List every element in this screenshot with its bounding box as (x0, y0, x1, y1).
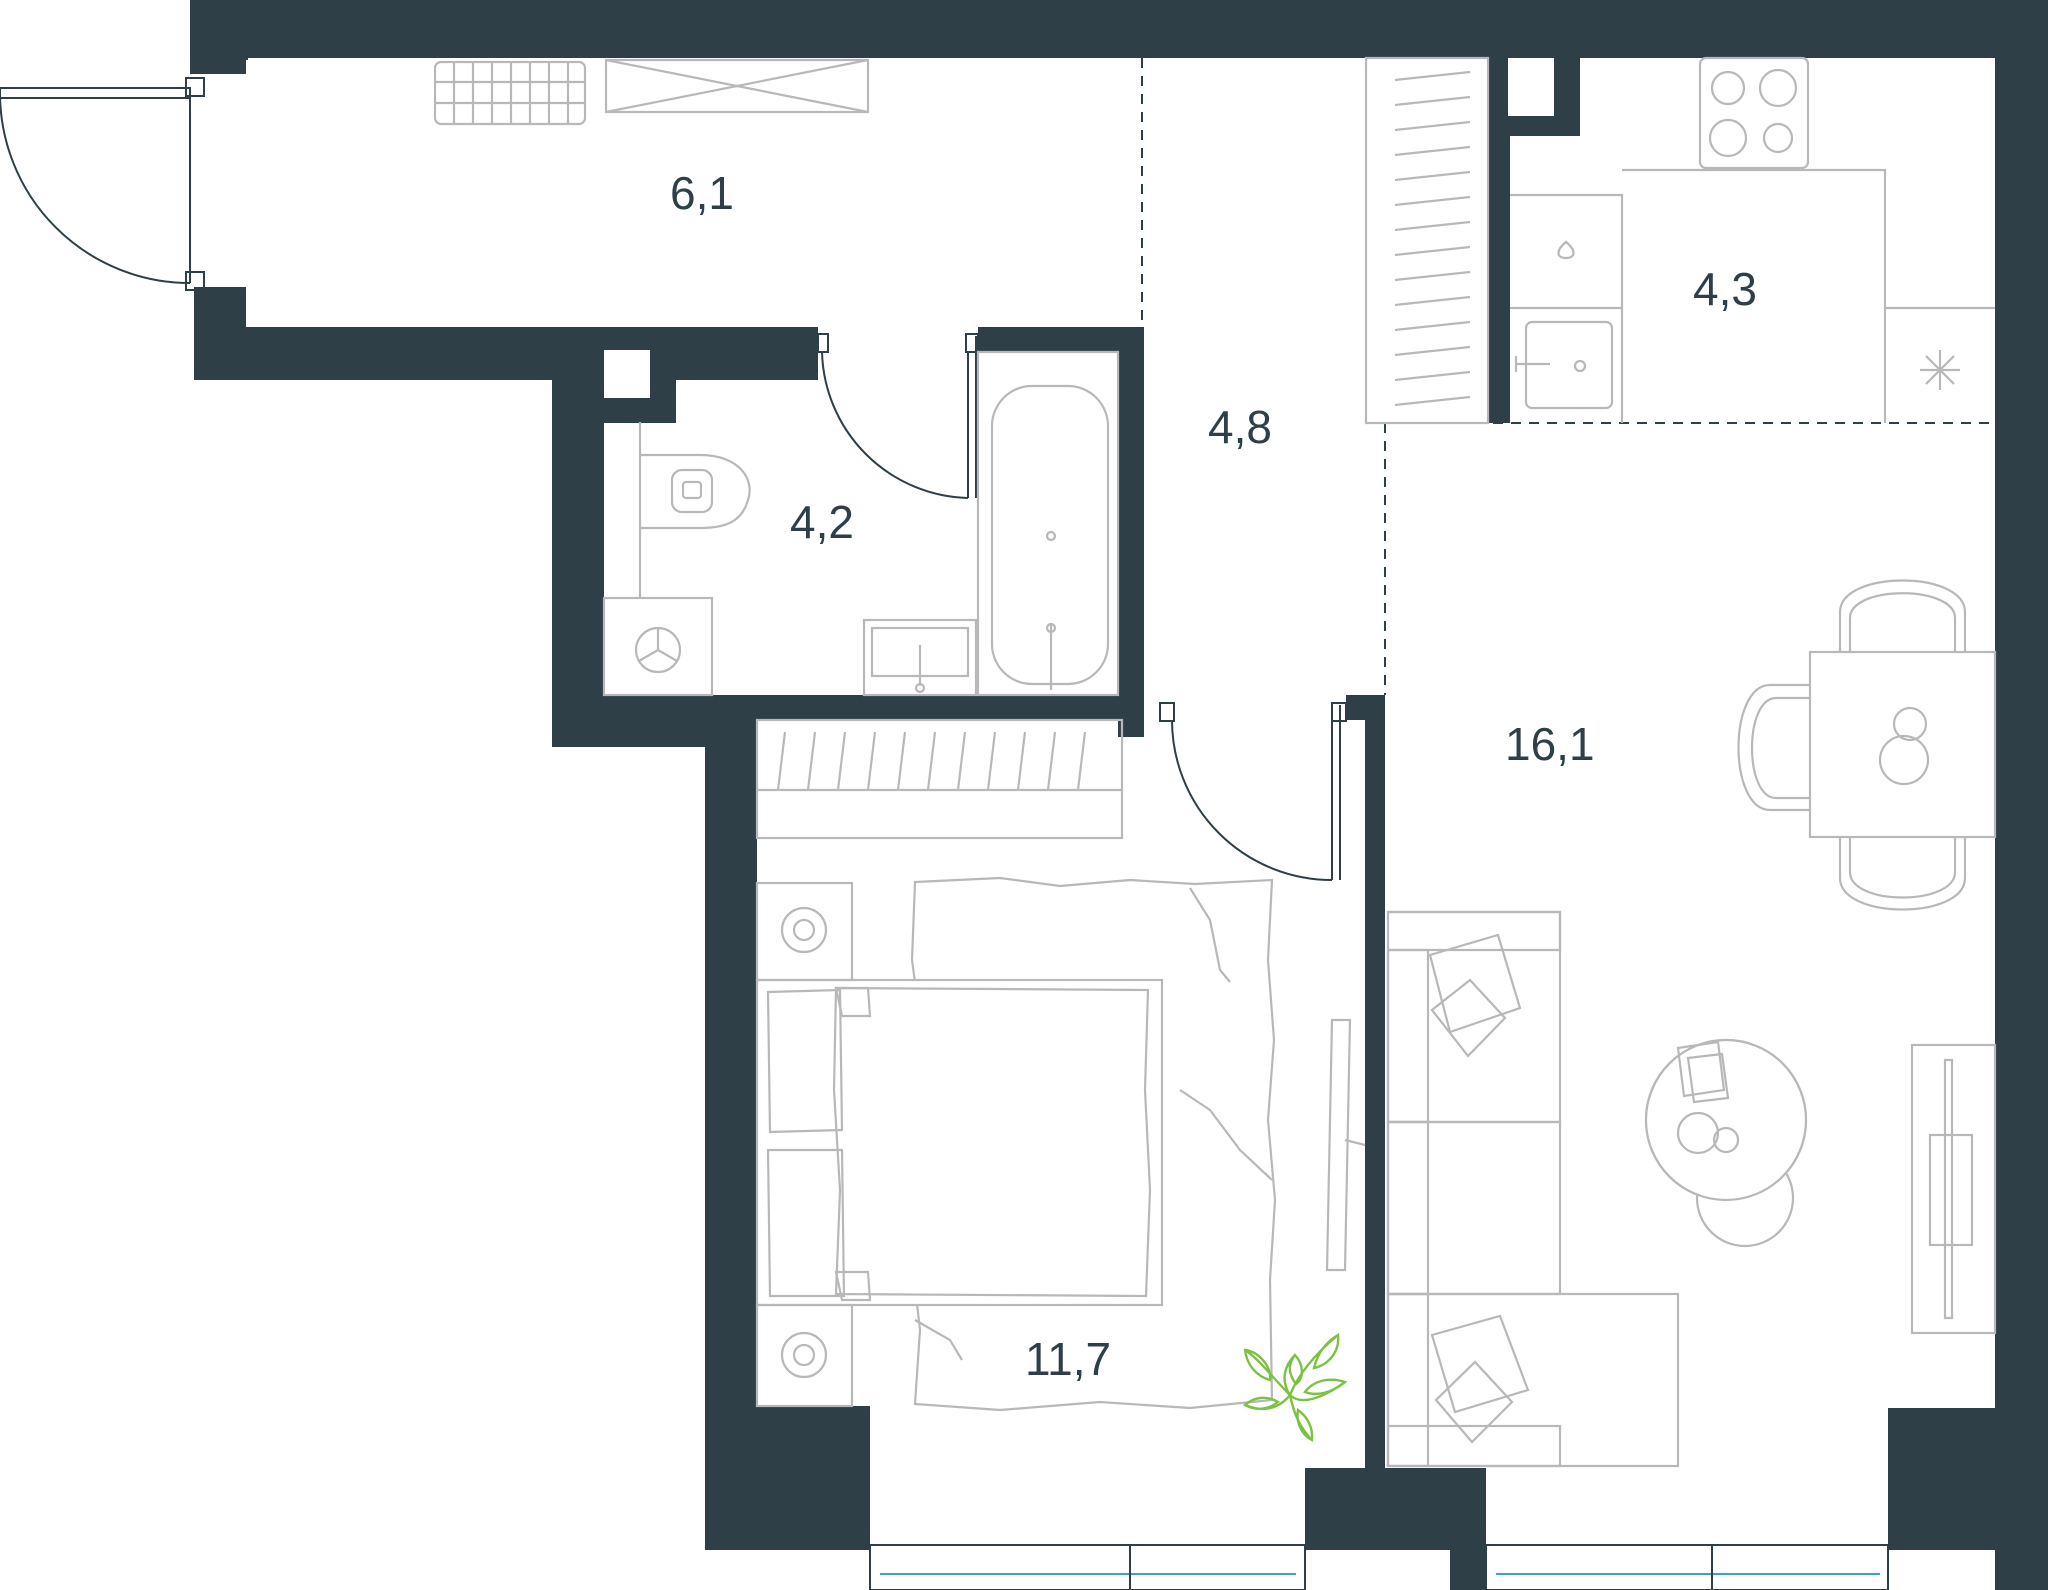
area-labels: 6,1 4,8 4,2 4,3 16,1 11,7 (670, 167, 1757, 1385)
bedroom-furniture (755, 718, 1366, 1412)
area-label-living: 16,1 (1505, 718, 1595, 770)
plant-icon (1242, 1333, 1348, 1442)
zone-dividers (1141, 58, 1995, 695)
area-label-bedroom: 11,7 (1025, 1333, 1111, 1385)
area-label-kitchen: 4,3 (1693, 263, 1757, 315)
doors (0, 77, 1347, 881)
area-label-hallway: 6,1 (670, 167, 734, 219)
windows (869, 1544, 1889, 1590)
hallway-furniture (433, 56, 1490, 425)
walls (190, 0, 2048, 1590)
area-label-corridor: 4,8 (1208, 401, 1272, 453)
living-furniture (1386, 579, 1997, 1468)
area-label-bathroom: 4,2 (790, 496, 854, 548)
bathroom-furniture (602, 350, 1120, 697)
kitchen-furniture (1510, 56, 1995, 423)
